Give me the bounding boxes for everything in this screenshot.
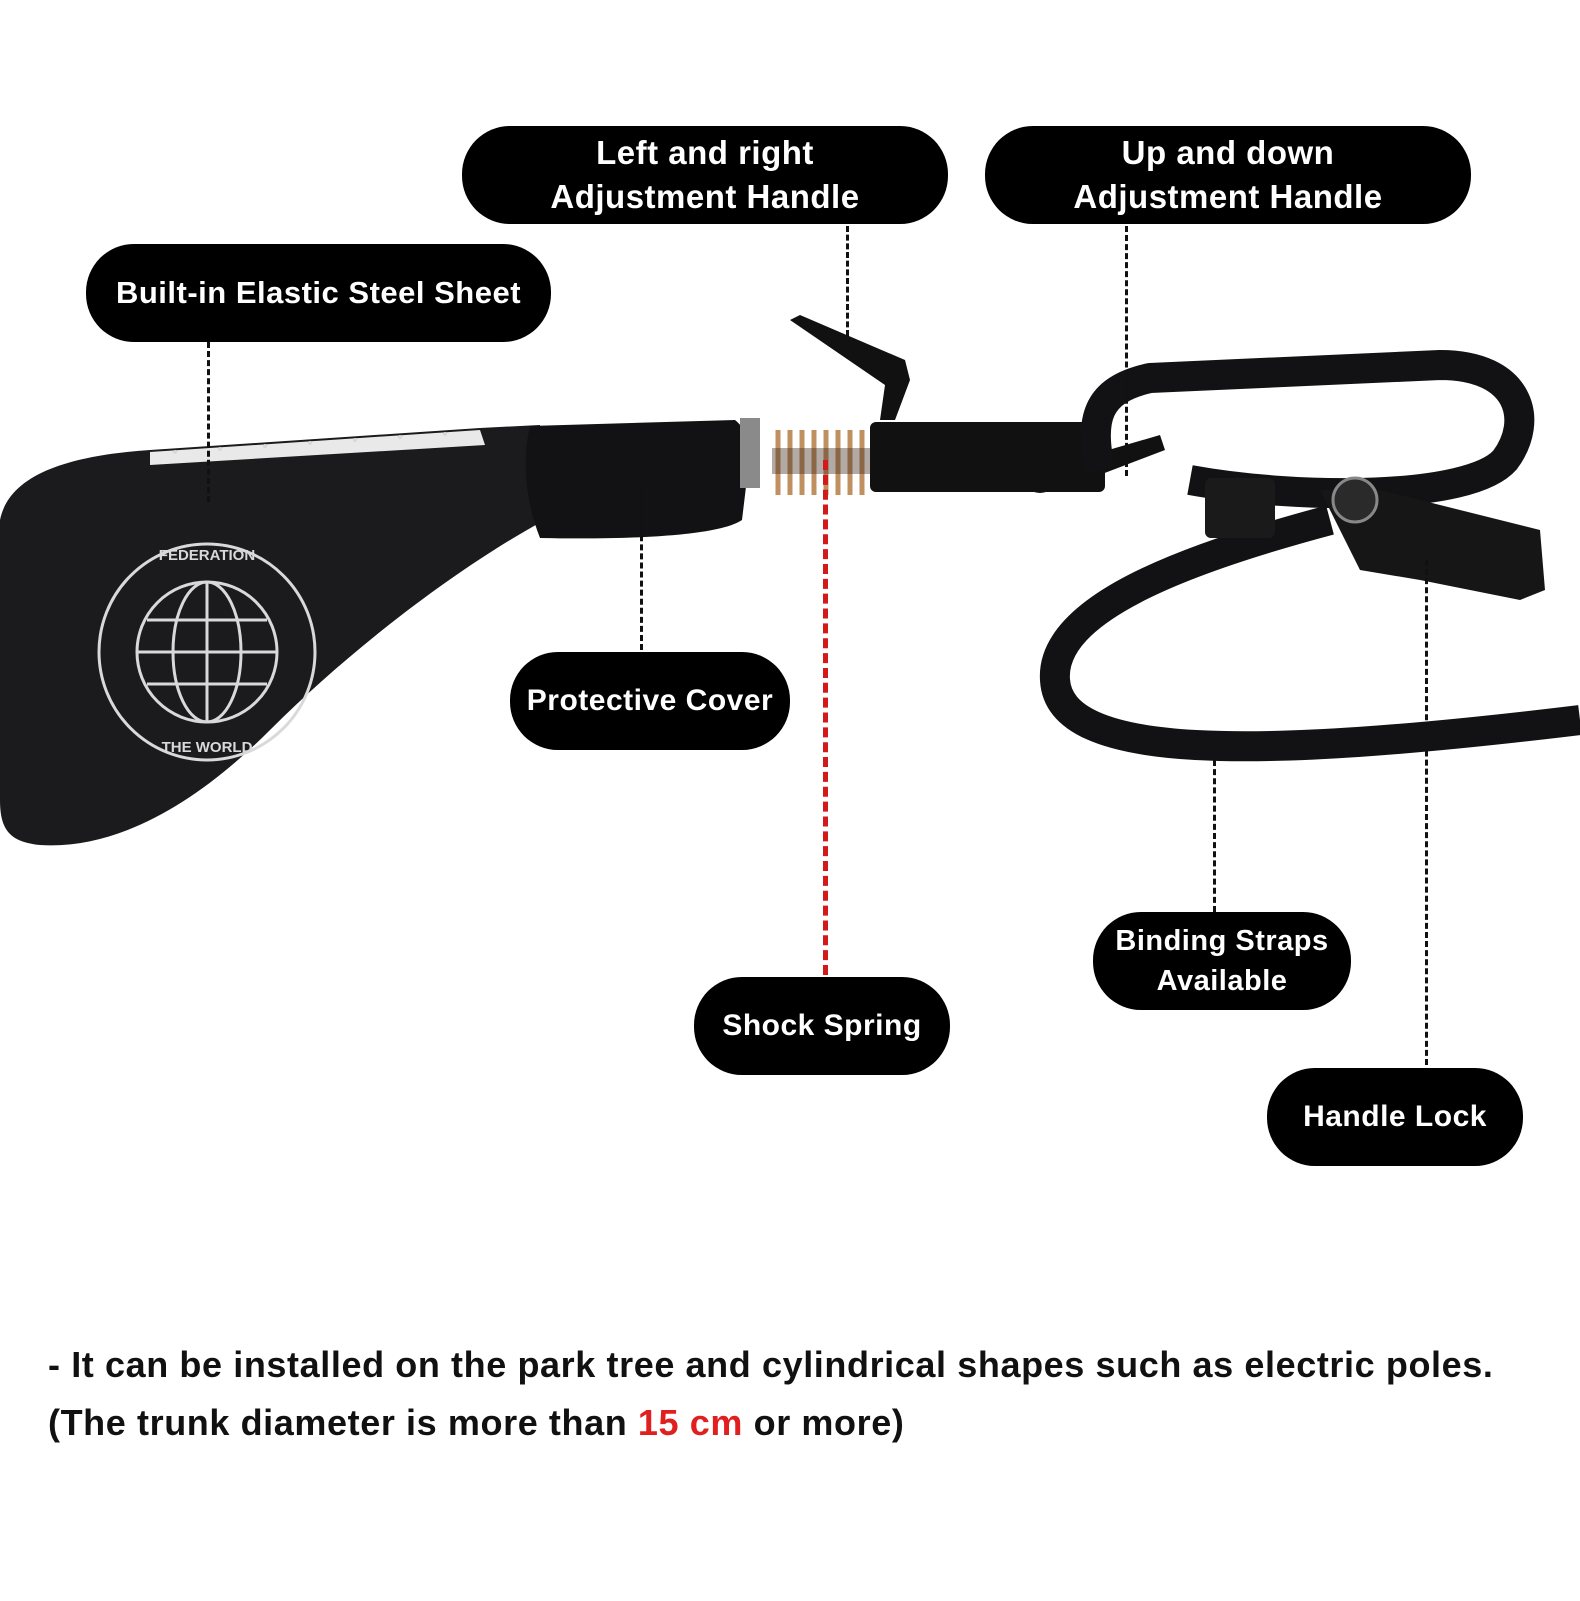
callout-protective-cover: Protective Cover: [510, 652, 790, 750]
callout-up-down-adjustment-handle: Up and down Adjustment Handle: [985, 126, 1471, 224]
federation-logo: [97, 542, 317, 762]
note-text: - It can be installed on the park tree a…: [48, 1344, 1494, 1443]
callout-line: Adjustment Handle: [1073, 178, 1383, 215]
callout-built-in-elastic-steel-sheet: Built-in Elastic Steel Sheet: [86, 244, 551, 342]
protective-cover-shape: [525, 420, 750, 539]
callout-line: Available: [1156, 965, 1288, 997]
callout-line: Binding Straps: [1115, 925, 1329, 957]
callout-label: Shock Spring: [722, 1009, 922, 1042]
callout-label: Built-in Elastic Steel Sheet: [115, 275, 522, 310]
leader-line-handle-lock: [1425, 560, 1428, 1065]
callout-binding-straps-available: Binding Straps Available: [1093, 912, 1351, 1010]
callout-line: Left and right: [596, 134, 814, 171]
callout-shock-spring: Shock Spring: [694, 977, 950, 1075]
leader-line-protective-cover: [640, 490, 643, 650]
callout-line: Adjustment Handle: [550, 178, 860, 215]
callout-line: Up and down: [1121, 134, 1335, 171]
note-text: or more): [743, 1402, 905, 1443]
ratchet-lock-shape: [1205, 476, 1545, 600]
leader-line-left-right-handle: [846, 226, 849, 336]
leader-line-steel-sheet: [207, 342, 210, 502]
callout-label: Handle Lock: [1303, 1100, 1487, 1133]
leader-line-up-down-handle: [1125, 226, 1128, 476]
note-highlight: 15 cm: [637, 1402, 743, 1443]
callout-label: Protective Cover: [526, 684, 774, 717]
callout-left-right-adjustment-handle: Left and right Adjustment Handle: [462, 126, 948, 224]
leader-line-binding-straps: [1213, 760, 1216, 912]
kick-paddle: FEDERATION THE WORLD: [0, 425, 545, 846]
leader-line-shock-spring: [823, 460, 828, 975]
installation-note: - It can be installed on the park tree a…: [48, 1336, 1548, 1452]
logo-text: THE WORLD: [162, 739, 253, 756]
callout-handle-lock: Handle Lock: [1267, 1068, 1523, 1166]
logo-text: FEDERATION: [159, 547, 255, 564]
